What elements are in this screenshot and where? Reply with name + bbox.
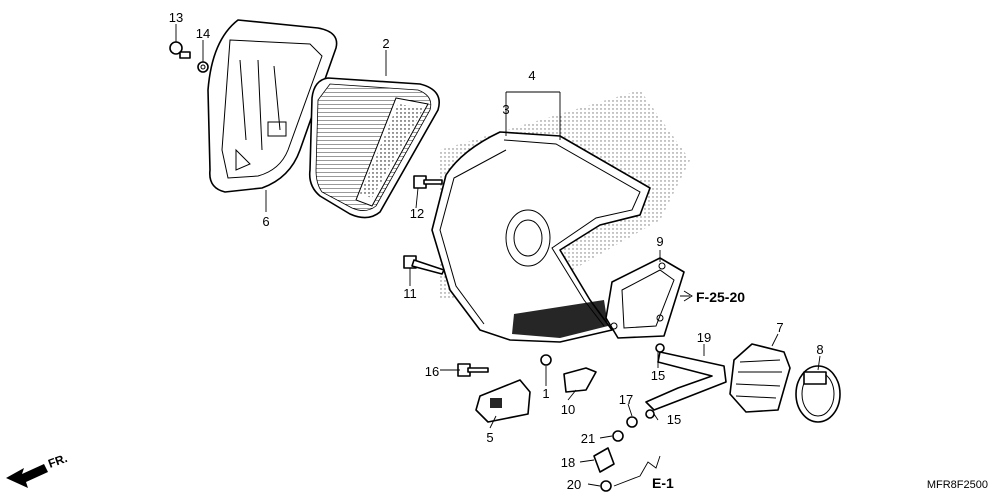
callout-2: 2 xyxy=(382,36,389,51)
callout-21: 21 xyxy=(581,431,595,446)
callout-14: 14 xyxy=(196,26,210,41)
callout-4: 4 xyxy=(528,68,535,83)
callout-17: 17 xyxy=(619,392,633,407)
seal-21 xyxy=(612,430,624,442)
callout-13: 13 xyxy=(169,10,183,25)
air-cleaner-cover xyxy=(207,19,338,193)
callout-16: 16 xyxy=(425,364,439,379)
reference-arrow-f25 xyxy=(680,290,693,302)
mounting-bracket xyxy=(475,379,531,423)
callout-3: 3 xyxy=(502,102,509,117)
callout-1: 1 xyxy=(542,386,549,401)
clip-1 xyxy=(540,354,552,366)
reference-e-1: E-1 xyxy=(652,475,674,491)
callout-5: 5 xyxy=(486,430,493,445)
leader-lines xyxy=(175,24,821,487)
bolt-16 xyxy=(457,363,489,377)
callout-18: 18 xyxy=(561,455,575,470)
callout-15-lower: 15 xyxy=(667,412,681,427)
insulator-flange xyxy=(605,257,685,339)
callout-8: 8 xyxy=(816,342,823,357)
front-arrow-icon xyxy=(6,464,48,488)
clip-20 xyxy=(600,480,612,492)
cap-18 xyxy=(593,447,615,473)
bolt-13 xyxy=(169,41,191,59)
clip-15b xyxy=(645,409,655,419)
front-indicator-label: FR. xyxy=(46,451,69,471)
callout-6: 6 xyxy=(262,214,269,229)
hose-clamp xyxy=(795,365,841,423)
breather-hose xyxy=(645,351,727,411)
connecting-tube xyxy=(729,343,791,413)
washer-14 xyxy=(197,61,209,73)
air-filter-element xyxy=(308,77,440,219)
clip-17 xyxy=(626,416,638,428)
diagram-code: MFR8F2500 xyxy=(927,479,988,491)
callout-7: 7 xyxy=(776,320,783,335)
reference-f-25-20: F-25-20 xyxy=(696,289,745,305)
callout-9: 9 xyxy=(656,234,663,249)
callout-15-upper: 15 xyxy=(651,368,665,383)
air-box-housing xyxy=(431,131,651,343)
bolt-12 xyxy=(413,175,443,189)
clip-15a xyxy=(655,343,665,353)
callout-11: 11 xyxy=(403,286,417,301)
drain-plug xyxy=(563,367,597,393)
callout-10: 10 xyxy=(561,402,575,417)
callout-12: 12 xyxy=(410,206,424,221)
callout-20: 20 xyxy=(567,477,581,492)
callout-19: 19 xyxy=(697,330,711,345)
bolt-11 xyxy=(403,255,445,275)
